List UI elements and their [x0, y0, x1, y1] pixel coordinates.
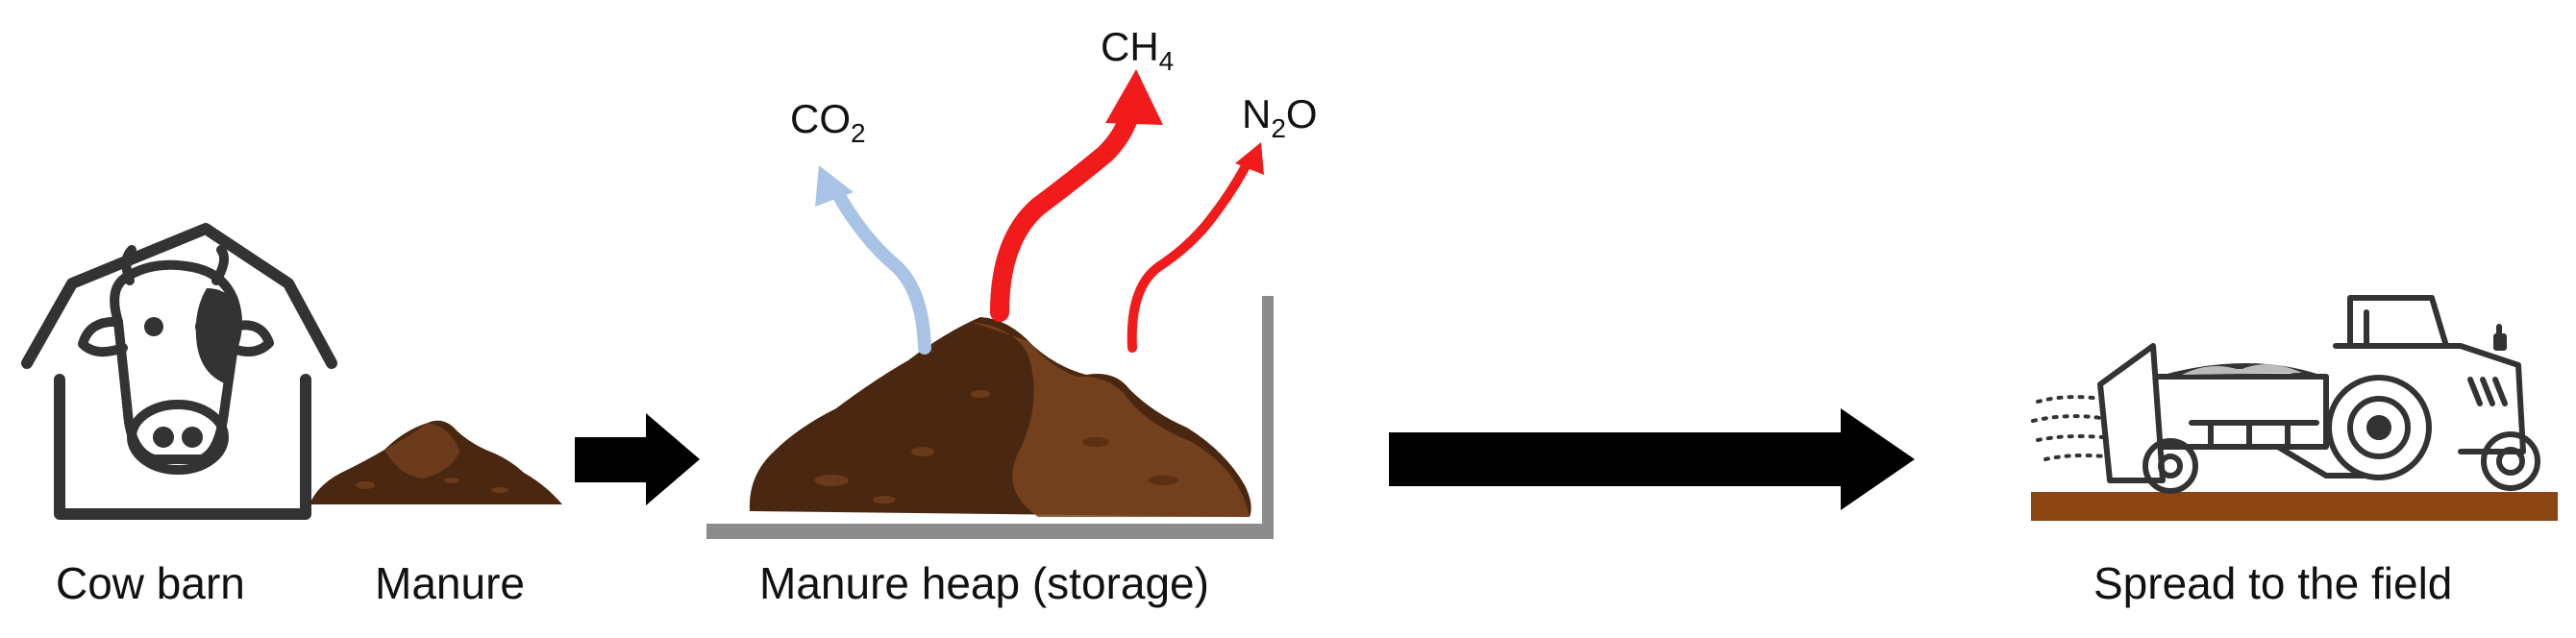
co2-emission-arrow: [815, 165, 931, 355]
co2-label: CO2: [790, 96, 866, 148]
ch4-emission-arrow: [990, 69, 1163, 322]
spray-lines: [2031, 395, 2107, 461]
tractor-spreader-icon: [2031, 295, 2558, 521]
manure-label: Manure: [375, 558, 525, 608]
cow-head-icon: [78, 245, 274, 475]
n2o-emission-arrow: [1127, 142, 1264, 353]
manure-heap: [749, 317, 1251, 517]
soil-strip: [2031, 492, 2558, 521]
cow-barn-icon: [21, 223, 337, 520]
manure-pile-small: [310, 420, 562, 504]
arrow-heap-to-field: [1389, 408, 1915, 510]
cow-barn-label: Cow barn: [56, 558, 245, 608]
spread-label: Spread to the field: [2093, 558, 2453, 608]
arrow-barn-to-heap: [575, 413, 700, 505]
manure-heap-label: Manure heap (storage): [759, 558, 1209, 608]
n2o-label: N2O: [1242, 91, 1318, 143]
storage-wall: [706, 296, 1274, 539]
ch4-label: CH4: [1101, 24, 1175, 76]
